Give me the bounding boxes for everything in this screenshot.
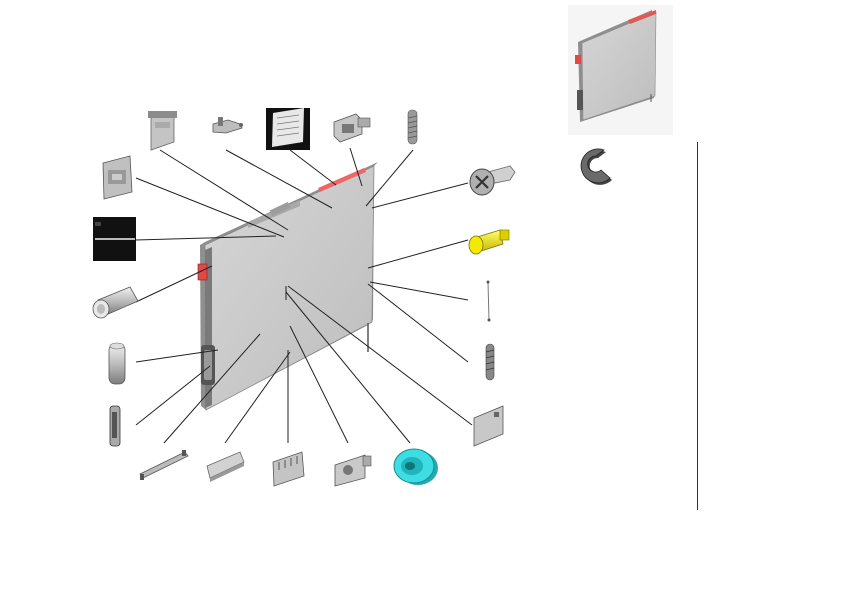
strip-icon: [93, 217, 136, 261]
comb-icon: [272, 451, 305, 487]
latch-icon: [109, 405, 121, 447]
spring-icon: [485, 343, 495, 381]
bracket-icon: [102, 155, 133, 200]
spring-icon: [407, 109, 418, 145]
c-ring-icon: [580, 148, 612, 185]
roller-icon: [108, 342, 126, 385]
pin-icon: [468, 229, 510, 255]
vertical-divider: [697, 142, 698, 510]
sticker-icon: [266, 108, 310, 150]
panel-icon: [568, 5, 673, 135]
roller-icon: [92, 286, 139, 319]
rail-icon: [139, 450, 189, 480]
plate-icon: [473, 405, 504, 447]
red-tab: [197, 263, 208, 281]
screw-icon: [469, 165, 516, 196]
pulley-icon: [393, 448, 438, 485]
wire-icon: [486, 280, 491, 322]
bracket-icon: [148, 111, 177, 151]
gear-plate-icon: [334, 454, 372, 487]
clip-icon: [212, 117, 243, 134]
leader-lines: [135, 147, 473, 444]
pad-icon: [206, 451, 245, 482]
connector-icon: [333, 113, 371, 143]
